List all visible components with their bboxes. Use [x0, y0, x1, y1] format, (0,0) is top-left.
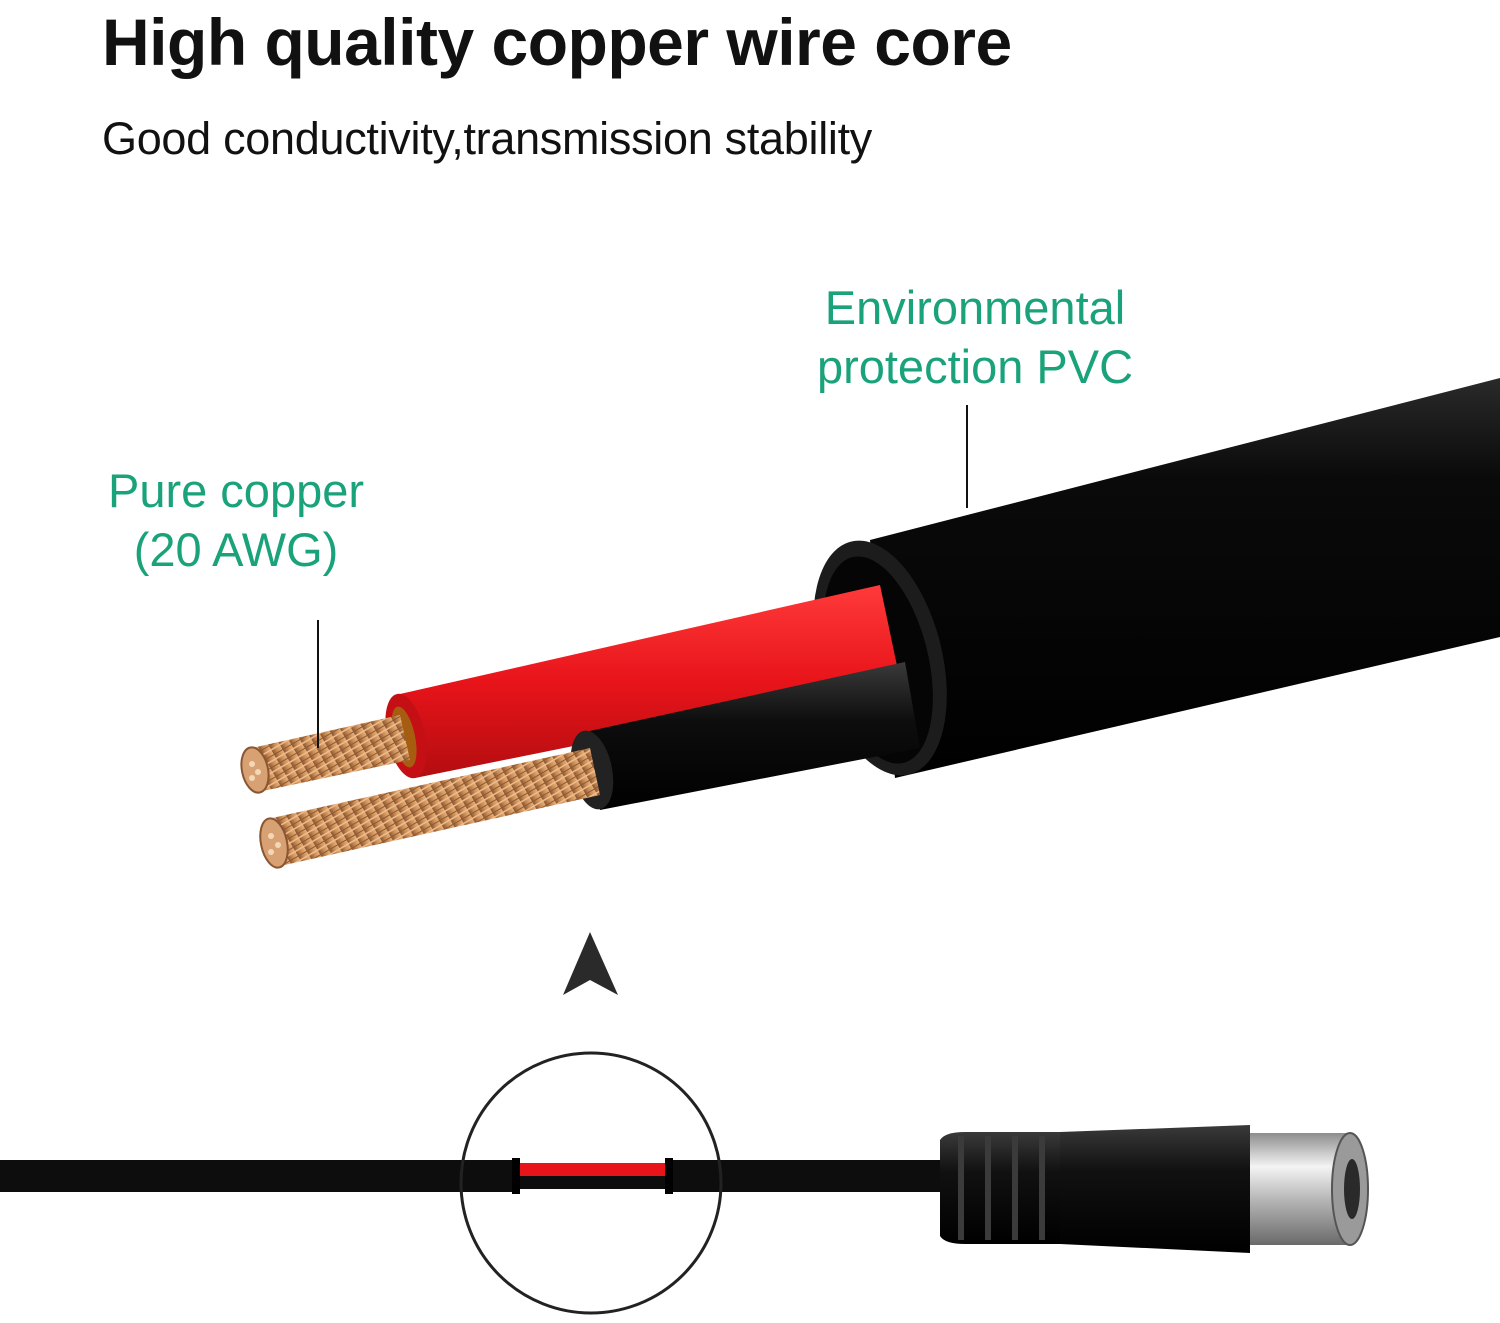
- arrow-up-icon: [563, 932, 618, 995]
- callout-pure-copper: Pure copper (20 AWG): [100, 461, 372, 579]
- callout-pure-copper-line1: Pure copper: [107, 464, 365, 517]
- callout-pvc-line2: protection PVC: [816, 340, 1134, 393]
- magnifier-circle: [459, 1051, 723, 1315]
- cable-overview: [0, 1158, 942, 1194]
- dc-plug: [940, 1125, 1369, 1253]
- callout-pvc-line1: Environmental: [824, 281, 1126, 334]
- copper-core-top: [240, 715, 410, 794]
- callout-pvc-jacket: Environmental protection PVC: [805, 278, 1145, 396]
- page-subtitle: Good conductivity,transmission stability: [102, 113, 872, 164]
- page-title: High quality copper wire core: [102, 5, 1012, 79]
- copper-core-bottom: [259, 748, 600, 869]
- callout-pure-copper-line2: (20 AWG): [133, 523, 339, 576]
